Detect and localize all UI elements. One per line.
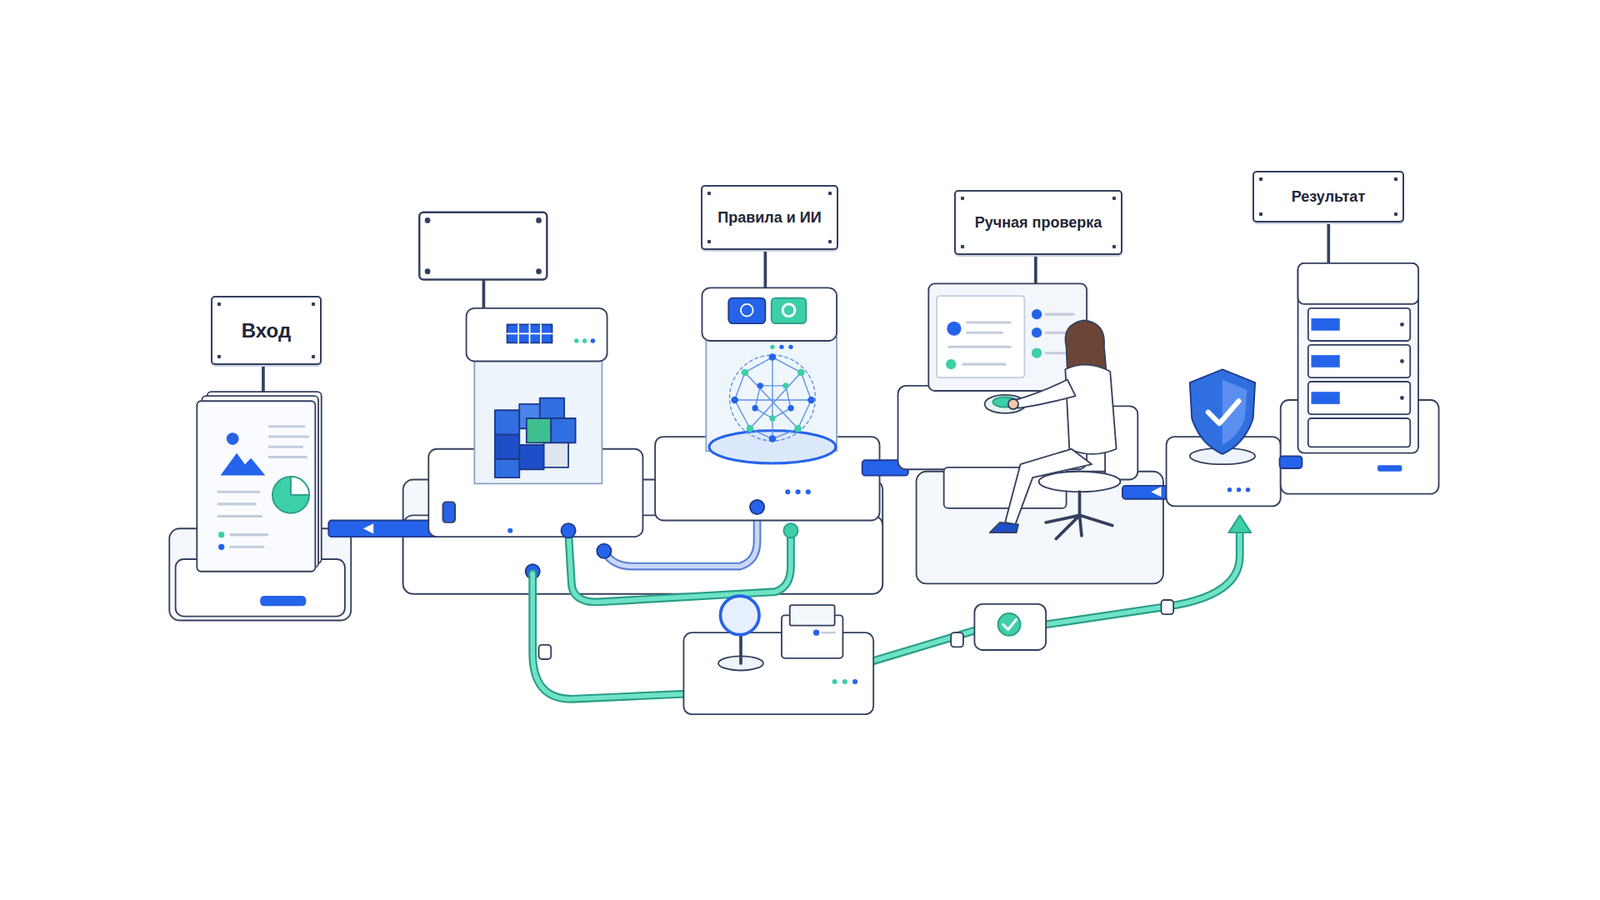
sign-label: Правила и ИИ bbox=[717, 209, 821, 227]
sign-board: Результат bbox=[1252, 170, 1405, 223]
sign-board: Правила и ИИ bbox=[700, 185, 839, 250]
sign-board: Ручная проверка bbox=[954, 190, 1123, 255]
sign-board: Вход bbox=[210, 295, 322, 365]
sign-label: Ручная проверка bbox=[975, 214, 1103, 232]
sign-label: Результат bbox=[1291, 188, 1365, 206]
sign-label: Вход bbox=[241, 319, 291, 343]
